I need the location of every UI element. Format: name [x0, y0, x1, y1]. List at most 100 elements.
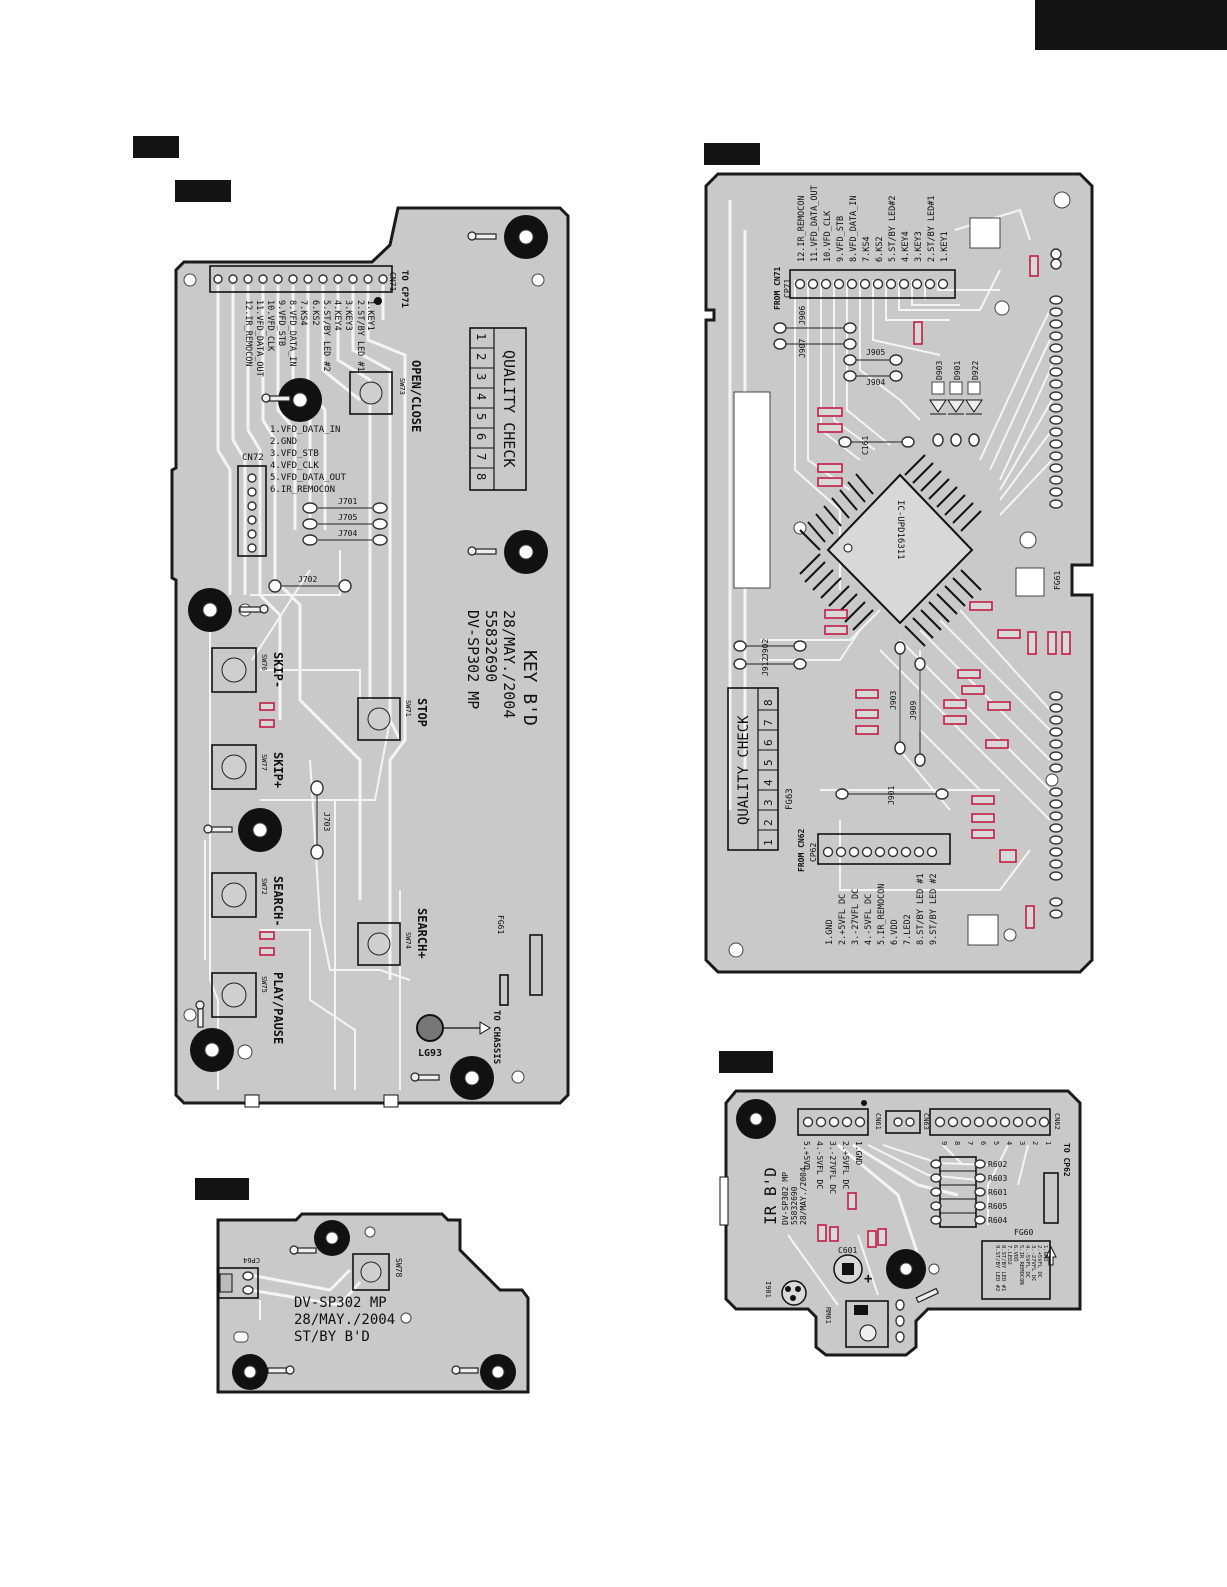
ir-fg-pad	[1043, 1172, 1059, 1224]
fl-fg61-label: FG61	[1053, 571, 1062, 590]
section-tab-ir	[719, 1051, 773, 1073]
ir-smd-parts	[817, 1192, 887, 1248]
quality-check-cell: 4	[474, 393, 488, 400]
switch-label: OPEN/CLOSE	[409, 360, 423, 432]
quality-check-cell: 5	[474, 413, 488, 420]
lg93-ground	[416, 1014, 444, 1042]
cp62-pin: 6.VDD	[890, 919, 900, 945]
key-board-traces	[204, 285, 411, 1090]
resistor-label: R604	[988, 1216, 1007, 1225]
ir-board-part-number: 55832690	[790, 1186, 799, 1225]
resistor-label: R605	[988, 1202, 1007, 1211]
ir-pin-legend-item: 5.IR_REMOCON	[1018, 1245, 1024, 1285]
section-tab-key-sub	[175, 180, 231, 202]
to-chassis-label: TO CHASSIS	[491, 1010, 501, 1064]
ir-pin-legend-item: 1.GND	[1042, 1245, 1048, 1262]
cn71-id-label: CN71	[388, 272, 397, 291]
cn72-pin: 4.VFD_CLK	[270, 461, 319, 471]
fg61-pad	[529, 934, 543, 996]
cp62-from-label: FROM CN62	[797, 828, 806, 872]
ir-pin-legend-box	[981, 1240, 1051, 1300]
fl-quality-check-cell: 3	[762, 799, 775, 806]
fl-right-pin-column	[1049, 248, 1063, 919]
fl-board-holes	[728, 191, 1071, 958]
key-board-notch	[383, 1094, 399, 1108]
cn62-pin-number: 8	[953, 1141, 961, 1145]
sw78-label: SW78	[394, 1258, 403, 1277]
ir-pin-legend-item: 7.LED2	[1006, 1245, 1012, 1265]
cn71-pin: 6.KS2	[310, 300, 320, 326]
quality-check-cell: 7	[474, 453, 488, 460]
cn62-pin-number: 2	[1031, 1141, 1039, 1145]
cp64-connector	[217, 1267, 259, 1299]
quality-check-title: QUALITY CHECK	[500, 350, 518, 467]
fl-diode-labels: D903 D901 D922	[935, 361, 980, 380]
cp71-pin: 5.ST/BY LED#2	[888, 195, 898, 262]
fl-jumper-label: J905	[866, 348, 885, 357]
cn71-pin: 3.KEY3	[343, 300, 353, 331]
key-board-part-number: 55832690	[482, 610, 500, 682]
cp71-pin: 4.KEY4	[901, 231, 911, 262]
cn72-label: CN72	[242, 453, 264, 463]
switch-label: STOP	[415, 698, 429, 727]
cn62-pin-number: 6	[979, 1141, 987, 1145]
ir-pin-legend-item: 4.-5VFL DC	[1024, 1245, 1030, 1278]
cn61-pin: 5.+5VD	[802, 1141, 811, 1170]
cn62-pin-number: 1	[1044, 1141, 1052, 1145]
page-corner-tab	[1035, 0, 1227, 50]
switch-label: SEARCH-	[271, 876, 285, 927]
standby-board-diagram: SW78 CP64 DV-SP302 MP 28/MAY./2004 ST/BY…	[216, 1212, 530, 1394]
cn61-pin: 2.+5VFL DC	[841, 1141, 850, 1189]
key-board-smd-parts	[259, 702, 275, 956]
cn62-to-label: TO CP62	[1062, 1143, 1071, 1177]
key-board-date: 28/MAY./2004	[500, 610, 518, 718]
jumper-label: J703	[322, 812, 331, 831]
key-board-switches	[211, 371, 401, 1018]
cn71-pin: 9.VFD_STB	[276, 300, 286, 346]
cn72-connector	[237, 465, 267, 557]
cp71-pin: 10.VFD_CLK	[823, 210, 833, 262]
section-tab-standby	[195, 1178, 249, 1200]
fl-jumper-labels: J906 J907 J905 J904 J902 J912 J903 J909 …	[761, 306, 918, 805]
cn71-pin: 8.VFD_DATA_IN	[287, 300, 297, 367]
resistor-label: R602	[988, 1160, 1007, 1169]
cn62-pin-number: 9	[940, 1141, 948, 1145]
cn61-pin: 4.-5VFL DC	[815, 1141, 824, 1189]
cn72-pin-labels: 1.VFD_DATA_IN 2.GND 3.VFD_STB 4.VFD_CLK …	[270, 425, 346, 495]
section-tab-fl	[704, 143, 760, 165]
cn71-pin: 1.KEY1	[365, 300, 375, 331]
svg-text:+: +	[864, 1271, 872, 1287]
cn62-label: CN62	[1053, 1113, 1061, 1130]
cp71-pin: 7.KS4	[862, 236, 872, 262]
ir-pin-legend-item: 9.ST/BY LED #2	[994, 1245, 1000, 1291]
standby-switch	[352, 1253, 390, 1291]
ir-board-model: DV-SP302 MP	[781, 1172, 790, 1225]
cn71-pin: 7.KS4	[298, 300, 308, 326]
cp62-pin: 3.-27VFL DC	[851, 889, 861, 945]
switch-ref: SW71	[404, 700, 412, 717]
cp71-pin: 9.VFD_STB	[836, 216, 846, 262]
ir-pin-legend-item: 3.-27VFL DC	[1030, 1245, 1036, 1281]
cp71-pin: 1.KEY1	[940, 231, 950, 262]
cn62-pin-number: 7	[966, 1141, 974, 1145]
cn61-pin: 1.GND	[854, 1141, 863, 1165]
fl-quality-check-cell: 5	[762, 759, 775, 766]
cn61-label: CN61	[874, 1113, 882, 1130]
switch-ref: SW73	[398, 378, 406, 395]
c161-pad	[838, 436, 852, 448]
fl-smd-parts	[817, 255, 1071, 929]
jumper-label: J705	[338, 513, 357, 522]
cn71-pin: 11.VFD_DATA_OUT	[254, 300, 264, 377]
diode-label: D903	[935, 361, 944, 380]
jumper-label: J702	[298, 575, 317, 584]
fl-quality-check-title: QUALITY CHECK	[736, 715, 752, 825]
cn71-pin: 10.VFD_CLK	[265, 300, 275, 352]
c161-label: C161	[861, 436, 870, 455]
cp71-pin: 2.ST/BY LED#1	[927, 195, 937, 262]
c161-pad	[901, 436, 915, 448]
cp62-pin: 8.ST/BY LED #1	[916, 873, 926, 945]
cn63-label: CN63	[922, 1113, 930, 1130]
cp71-pin: 3.KEY3	[914, 231, 924, 262]
cp62-pin: 2.+5VFL DC	[838, 894, 848, 945]
ir-board-screws	[915, 1287, 940, 1304]
